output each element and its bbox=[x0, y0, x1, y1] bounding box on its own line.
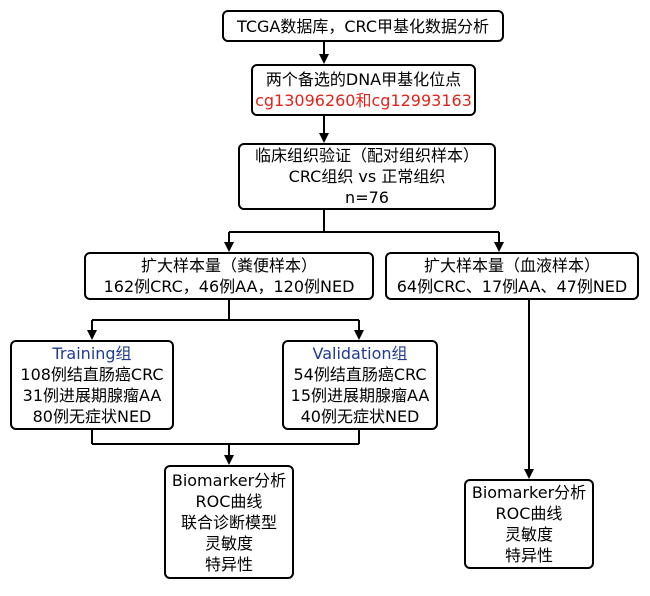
node-stool-samples-counts: 162例CRC，46例AA，120例NED bbox=[103, 277, 355, 296]
node-validation-group-ned: 40例无症状NED bbox=[300, 407, 420, 426]
node-training-group: Training组 108例结直肠癌CRC 31例进展期腺瘤AA 80例无症状N… bbox=[10, 340, 174, 430]
node-validation-group-title: Validation组 bbox=[312, 344, 408, 363]
node-stool-analysis-line4: 灵敏度 bbox=[204, 533, 253, 553]
node-training-group-ned: 80例无症状NED bbox=[32, 407, 152, 426]
node-stool-samples: 扩大样本量（粪便样本） 162例CRC，46例AA，120例NED bbox=[84, 252, 374, 300]
node-candidate-sites: 两个备选的DNA甲基化位点 cg13096260和cg12993163 bbox=[251, 64, 476, 116]
node-clinical-validation-line3: n=76 bbox=[345, 188, 389, 207]
node-training-group-aa: 31例进展期腺瘤AA bbox=[22, 386, 162, 405]
node-training-group-title: Training组 bbox=[52, 344, 132, 363]
node-candidate-sites-ids: cg13096260和cg12993163 bbox=[255, 91, 472, 110]
node-blood-analysis-line2: ROC曲线 bbox=[495, 504, 563, 523]
node-blood-samples: 扩大样本量（血液样本） 64例CRC、17例AA、47例NED bbox=[385, 252, 639, 300]
node-validation-group-aa: 15例进展期腺瘤AA bbox=[290, 386, 430, 405]
node-clinical-validation-line1: 临床组织验证（配对组织样本） bbox=[254, 146, 479, 165]
node-blood-analysis-line3: 灵敏度 bbox=[504, 525, 553, 544]
node-tcga-source-text: TCGA数据库，CRC甲基化数据分析 bbox=[236, 16, 490, 36]
node-blood-analysis-line4: 特异性 bbox=[504, 546, 553, 565]
node-clinical-validation: 临床组织验证（配对组织样本） CRC组织 vs 正常组织 n=76 bbox=[238, 143, 496, 210]
node-stool-analysis: Biomarker分析 ROC曲线 联合诊断模型 灵敏度 特异性 bbox=[164, 465, 294, 579]
node-validation-group: Validation组 54例结直肠癌CRC 15例进展期腺瘤AA 40例无症状… bbox=[282, 340, 438, 430]
node-stool-analysis-line2: ROC曲线 bbox=[195, 491, 263, 511]
node-tcga-source: TCGA数据库，CRC甲基化数据分析 bbox=[222, 10, 504, 42]
node-stool-analysis-line3: 联合诊断模型 bbox=[180, 512, 277, 532]
node-blood-samples-counts: 64例CRC、17例AA、47例NED bbox=[396, 277, 628, 296]
node-blood-analysis: Biomarker分析 ROC曲线 灵敏度 特异性 bbox=[464, 479, 594, 569]
node-stool-analysis-line5: 特异性 bbox=[204, 554, 253, 574]
node-validation-group-crc: 54例结直肠癌CRC bbox=[293, 365, 427, 384]
node-clinical-validation-line2: CRC组织 vs 正常组织 bbox=[288, 167, 446, 186]
node-stool-analysis-line1: Biomarker分析 bbox=[171, 470, 287, 490]
node-blood-analysis-line1: Biomarker分析 bbox=[471, 483, 587, 502]
node-stool-samples-title: 扩大样本量（粪便样本） bbox=[140, 256, 317, 275]
node-candidate-sites-title: 两个备选的DNA甲基化位点 bbox=[265, 70, 462, 89]
node-blood-samples-title: 扩大样本量（血液样本） bbox=[423, 256, 600, 275]
node-training-group-crc: 108例结直肠癌CRC bbox=[20, 365, 164, 384]
